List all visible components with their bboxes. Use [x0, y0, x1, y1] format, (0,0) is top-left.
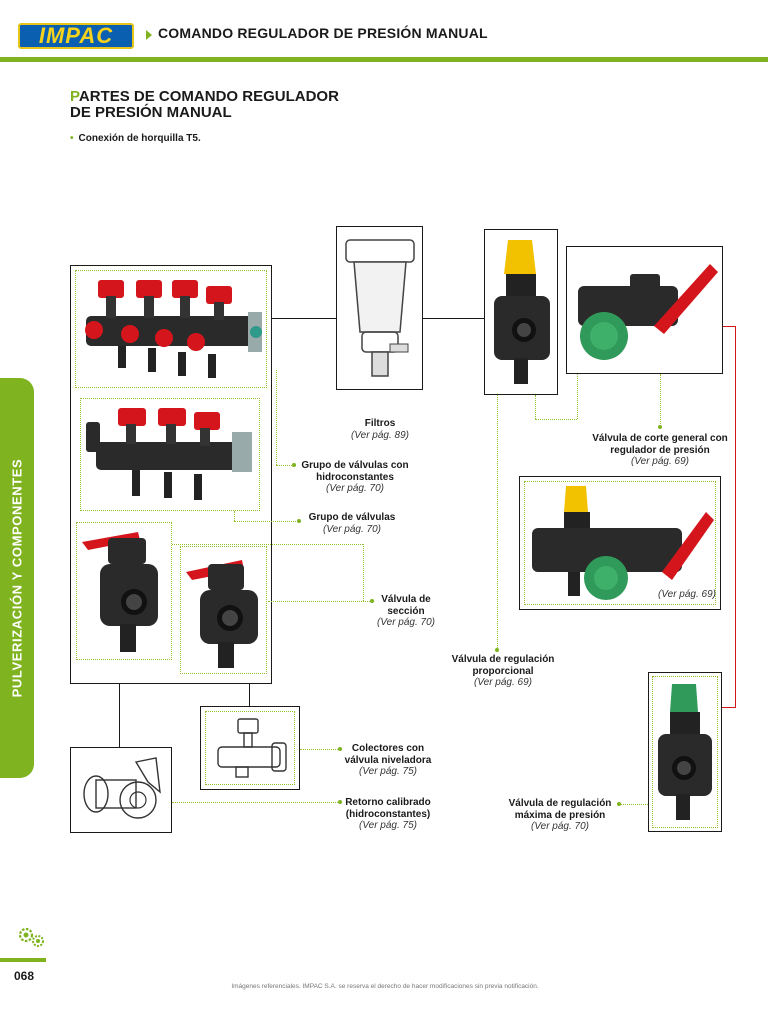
label-ref: (Ver pág. 70): [531, 821, 589, 832]
leader-line: [276, 370, 277, 465]
label-ref: (Ver pág. 70): [326, 483, 384, 494]
label-title: Filtros: [364, 418, 396, 429]
connector-line: [272, 318, 336, 320]
label-title: Válvula de corte general con regulador d…: [592, 433, 728, 456]
cut-valve-label: Válvula de corte general con regulador d…: [592, 433, 728, 468]
leader-line: [234, 511, 235, 521]
cut-valve-image: [578, 264, 718, 360]
leader-line: [172, 544, 363, 545]
header-divider: [0, 57, 768, 62]
label-title: Válvula de sección: [381, 594, 431, 617]
return-box: [70, 747, 172, 833]
bullet-text: Conexión de horquilla T5.: [78, 133, 201, 144]
label-ref: (Ver pág. 69): [474, 677, 532, 688]
label-title: Válvula de regulación proporcional: [451, 654, 555, 677]
section-valve-label: Válvula de sección (Ver pág. 70): [368, 594, 444, 629]
max-pressure-valve-label: Válvula de regulación máxima de presión …: [496, 798, 624, 833]
proportional-valve-image: [494, 240, 550, 384]
leader-line: [268, 601, 372, 602]
leader-line: [363, 544, 364, 601]
bullet-icon: •: [70, 133, 74, 144]
collector-frame: [205, 711, 295, 785]
max-pressure-valve-frame: [652, 676, 718, 828]
section-valve-frame: [76, 522, 172, 660]
leader-line: [234, 521, 300, 522]
connector-line: [423, 318, 484, 320]
manifold-frame: [80, 398, 260, 511]
leader-line: [535, 419, 577, 420]
gears-icon: [18, 927, 44, 947]
composite-valve-frame: [524, 481, 716, 605]
section-title: PARTES DE COMANDO REGULADOR DE PRESIÓN M…: [70, 89, 400, 121]
filter-label: Filtros (Ver pág. 89): [330, 418, 430, 441]
label-ref: (Ver pág. 75): [359, 820, 417, 831]
label-ref: (Ver pág. 75): [359, 766, 417, 777]
proportional-valve-label: Válvula de regulación proporcional (Ver …: [440, 654, 566, 689]
leader-line: [660, 374, 661, 426]
ref-text: (Ver pág. 69): [658, 589, 716, 600]
label-title: Retorno calibrado (hidroconstantes): [345, 797, 431, 820]
connector-line: [119, 683, 121, 747]
leader-line: [620, 804, 648, 805]
page-header-title: COMANDO REGULADOR DE PRESIÓN MANUAL: [158, 25, 488, 41]
valve-group-image: [86, 408, 252, 500]
return-label: Retorno calibrado (hidroconstantes) (Ver…: [336, 797, 440, 832]
title-line-1: ARTES DE COMANDO REGULADOR: [78, 88, 339, 105]
leader-line: [577, 374, 578, 419]
title-initial: P: [70, 88, 79, 105]
side-tab-label: PULVERIZACIÓN Y COMPONENTES: [9, 458, 25, 698]
label-title: Colectores con válvula niveladora: [344, 743, 432, 766]
valve-group-hidro-label: Grupo de válvulas con hidroconstantes (V…: [296, 460, 414, 495]
impac-logo: IMPAC: [18, 23, 134, 49]
leader-dot: [297, 519, 301, 523]
label-ref: (Ver pág. 89): [351, 429, 409, 441]
leader-dot: [292, 463, 296, 467]
max-pressure-valve-image: [658, 684, 712, 820]
section-valve-image: [186, 560, 258, 668]
bullet-item: • Conexión de horquilla T5.: [70, 133, 201, 144]
title-line-2: DE PRESIÓN MANUAL: [70, 104, 232, 121]
chevron-right-icon: [146, 30, 152, 40]
leader-dot: [658, 425, 662, 429]
disclaimer: Imágenes referenciales. IMPAC S.A. se re…: [231, 983, 539, 990]
section-valve-frame: [180, 546, 267, 674]
pressure-line: [735, 326, 737, 708]
side-tab: [0, 378, 34, 778]
pressure-line: [708, 707, 736, 709]
leader-dot: [617, 802, 621, 806]
label-title: Grupo de válvulas: [308, 512, 396, 523]
section-valve-image: [82, 532, 158, 652]
label-ref: (Ver pág. 70): [377, 617, 435, 628]
footer-divider: [0, 958, 46, 962]
label-ref: (Ver pág. 70): [323, 523, 381, 535]
connector-line: [249, 683, 251, 706]
manifold-hidro-frame: [75, 270, 267, 388]
label-title: Grupo de válvulas con hidroconstantes: [301, 460, 409, 483]
leader-line: [535, 395, 536, 419]
composite-valve-image: [532, 486, 714, 600]
valve-group-hidroconstantes-image: [85, 280, 262, 378]
valve-group-label: Grupo de válvulas (Ver pág. 70): [300, 512, 404, 535]
leader-line: [497, 395, 498, 650]
leader-line: [172, 802, 340, 803]
return-image: [83, 757, 161, 819]
composite-valve-ref: (Ver pág. 69): [640, 589, 716, 601]
collector-box: [200, 706, 300, 790]
filter-image: [345, 239, 415, 377]
label-ref: (Ver pág. 69): [631, 456, 689, 467]
collector-label: Colectores con válvula niveladora (Ver p…: [336, 743, 440, 778]
leader-dot: [338, 747, 342, 751]
leader-line: [300, 749, 340, 750]
collector-image: [217, 718, 287, 778]
page-number: 068: [14, 969, 35, 983]
leader-dot: [495, 648, 499, 652]
label-title: Válvula de regulación máxima de presión: [508, 798, 612, 821]
leader-dot: [370, 599, 374, 603]
leader-line: [276, 465, 296, 466]
leader-dot: [338, 800, 342, 804]
